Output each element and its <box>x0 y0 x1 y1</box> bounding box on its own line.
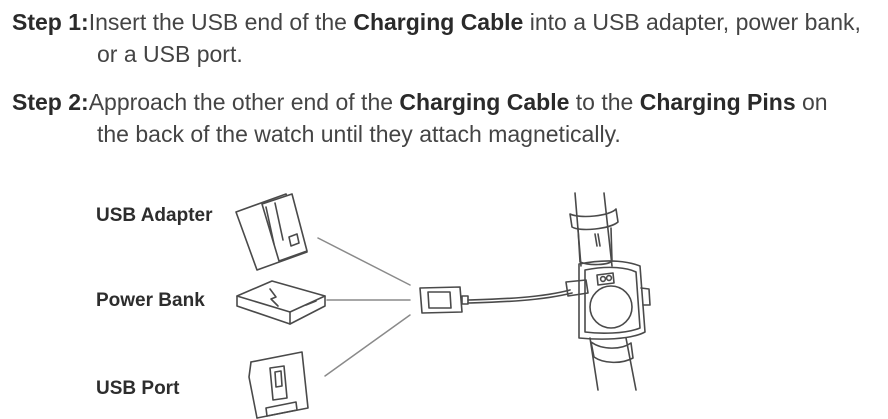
step-1-line-2: or a USB port. <box>97 41 243 67</box>
watch-icon <box>569 192 651 391</box>
usb-adapter-label: USB Adapter <box>96 205 213 226</box>
power-bank-label: Power Bank <box>96 290 205 311</box>
step-2-bold-2: Charging Pins <box>639 89 796 115</box>
connector-lines <box>317 237 411 377</box>
usb-port-label: USB Port <box>96 378 180 399</box>
step-2-text-a: Approach the other end of the <box>88 89 400 115</box>
charging-cable-icon <box>419 279 589 314</box>
step-2-text-b: to the <box>569 89 640 115</box>
step-1-text-b: into a USB adapter, power bank, <box>523 9 861 35</box>
step-2-label: Step 2: <box>12 89 89 115</box>
step-2: Step 2:Approach the other end of the Cha… <box>12 86 828 150</box>
step-2-line-2: the back of the watch until they attach … <box>97 121 621 147</box>
step-1-label: Step 1: <box>12 9 89 35</box>
usb-adapter-icon <box>235 193 308 271</box>
usb-port-icon <box>248 351 309 419</box>
step-2-bold-1: Charging Cable <box>399 89 570 115</box>
step-1: Step 1:Insert the USB end of the Chargin… <box>12 6 861 70</box>
step-1-text-a: Insert the USB end of the <box>88 9 354 35</box>
power-bank-icon <box>236 280 326 325</box>
step-2-text-c: on <box>795 89 828 115</box>
step-1-bold: Charging Cable <box>353 9 524 35</box>
